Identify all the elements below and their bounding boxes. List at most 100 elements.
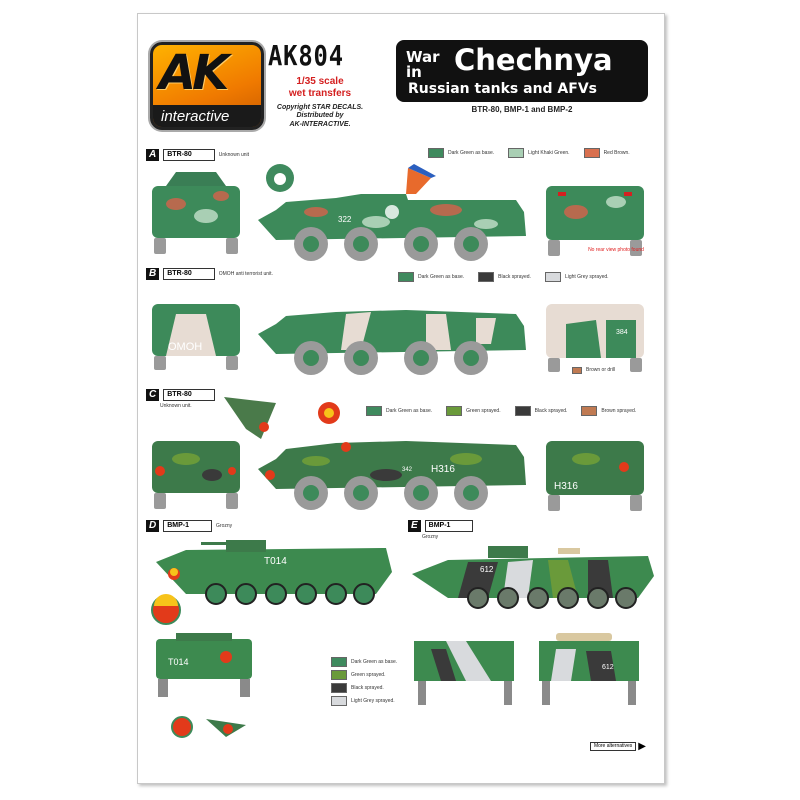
legend-label: Light Grey sprayed. [564,273,609,280]
legend-item: Brown sprayed. [581,406,636,416]
section-model: BMP-1 [163,520,213,532]
btr80-side-view [258,310,526,375]
btr80-front-view [152,441,240,509]
transfer-type: wet transfers [288,88,352,99]
svg-text:384: 384 [616,329,628,336]
legend-item: Black sprayed. [478,272,531,282]
section-letter: B [146,268,160,280]
section-c-legend: Dark Green as base. Green sprayed. Black… [366,406,636,416]
swatch [514,406,531,416]
svg-text:H316: H316 [554,481,578,492]
bmp1-e-rear-view: 612 [539,633,639,705]
bottom-views: T014 612 [156,633,639,738]
legend-item: Dark Green as base. [398,272,464,282]
brown-drill-legend: Brown or drill [572,367,615,374]
section-unit: Unknown unit. [160,403,192,409]
btr80-front-view [152,172,240,254]
section-unit: OMOH anti terrorist unit. [218,270,273,277]
legend-label: Red Brown. [603,149,630,156]
btr80-front-view: OMOH [152,304,240,370]
product-code: AK804 [268,39,344,72]
legend-label: Light Khaki Green. [528,149,570,156]
legend-label: Black sprayed. [534,407,568,414]
legend-item: Black sprayed. [331,683,397,693]
legend-item: Dark Green as base. [428,148,494,158]
legend-item: Green sprayed. [331,670,397,680]
legend-label: Light Grey sprayed. [351,697,395,704]
legend-label: Dark Green as base. [448,149,495,156]
legend-item: Light Grey sprayed. [544,272,609,282]
scale-line: 1/35 scale [296,76,344,87]
section-e-legend: Dark Green as base. Green sprayed. Black… [331,657,397,706]
more-alternatives[interactable]: More alternatives ▶ [589,741,646,752]
svg-text:H316: H316 [431,464,455,475]
btr80-side-view: 322 [258,164,526,261]
legend-label: Dark Green as base. [386,407,433,414]
copyright-line: Distributed by [296,112,344,120]
ak-interactive-logo: AK interactive [150,42,264,130]
section-letter: E [408,520,421,532]
legend-label: Brown or drill [586,367,616,373]
section-a-legend: Dark Green as base. Light Khaki Green. R… [428,148,630,158]
section-unit: Grozny [422,534,439,540]
copyright-line: Copyright STAR DECALS. [276,104,364,111]
btr80-rear-view: 384 [546,304,644,372]
title-prefix: War in [406,48,440,81]
swatch [581,406,598,416]
svg-text:OMOH: OMOH [168,341,202,353]
section-d-label: D BMP-1 Grozny [146,520,232,532]
section-unit: Unknown unit [218,151,250,158]
legend-label: Green sprayed. [351,671,386,678]
bmp1-e-side-view: 612 [412,546,654,609]
svg-text:612: 612 [602,664,614,671]
swatch [478,272,495,282]
decal-sheet: AK interactive AK804 1/35 scale wet tran… [137,13,665,784]
svg-text:322: 322 [338,215,352,224]
swatch [331,683,347,693]
bmp1-d-side-view: T014 [151,540,392,625]
legend-item: Green sprayed. [446,406,501,416]
legend-item: Light Grey sprayed. [331,696,397,706]
legend-label: Black sprayed. [351,684,384,691]
title-banner: War in Chechnya Russian tanks and AFVs [396,40,648,102]
swatch [366,406,382,416]
legend-label: Black sprayed. [498,273,531,280]
section-b-vehicles: OMOH 384 [152,304,644,375]
legend-label: Dark Green as base. [351,658,398,665]
section-b-label: B BTR-80 OMOH anti terrorist unit. [146,268,273,280]
btr80-hatch-detail [224,397,276,439]
btr80-side-view: 342 H316 [258,441,526,510]
scale-info: 1/35 scale wet transfers [271,76,369,100]
btr80-rear-view: H316 [546,441,644,511]
copyright-line: AK-INTERACTIVE. [289,120,351,128]
svg-text:T014: T014 [168,657,189,667]
section-model: BTR-80 [163,149,215,161]
svg-text:342: 342 [402,467,413,473]
section-model: BMP-1 [424,520,474,532]
swatch [583,148,600,158]
legend-item: Dark Green as base. [366,406,432,416]
section-unit: Grozny [216,522,233,529]
arrow-right-icon: ▶ [638,741,646,752]
copyright: Copyright STAR DECALS. Distributed by AK… [271,104,369,129]
svg-text:612: 612 [480,565,494,574]
no-rear-photo-note: No rear view photo found [588,247,644,253]
swatch [544,272,561,282]
swatch [398,272,414,282]
section-letter: D [146,520,160,532]
more-alternatives-button[interactable]: More alternatives [589,742,637,751]
btr80-rear-view [546,186,644,256]
swatch [508,148,525,158]
logo-brand: AK [159,45,229,101]
vehicle-list: BTR-80, BMP-1 and BMP-2 [471,105,573,114]
legend-label: Brown sprayed. [601,407,637,414]
legend-item: Black sprayed. [514,406,568,416]
legend-label: Dark Green as base. [418,273,465,280]
section-b-legend: Dark Green as base. Black sprayed. Light… [398,272,609,282]
bmp1-e-front-view [414,641,514,705]
title-main: Chechnya [454,43,613,77]
swatch [428,148,444,158]
